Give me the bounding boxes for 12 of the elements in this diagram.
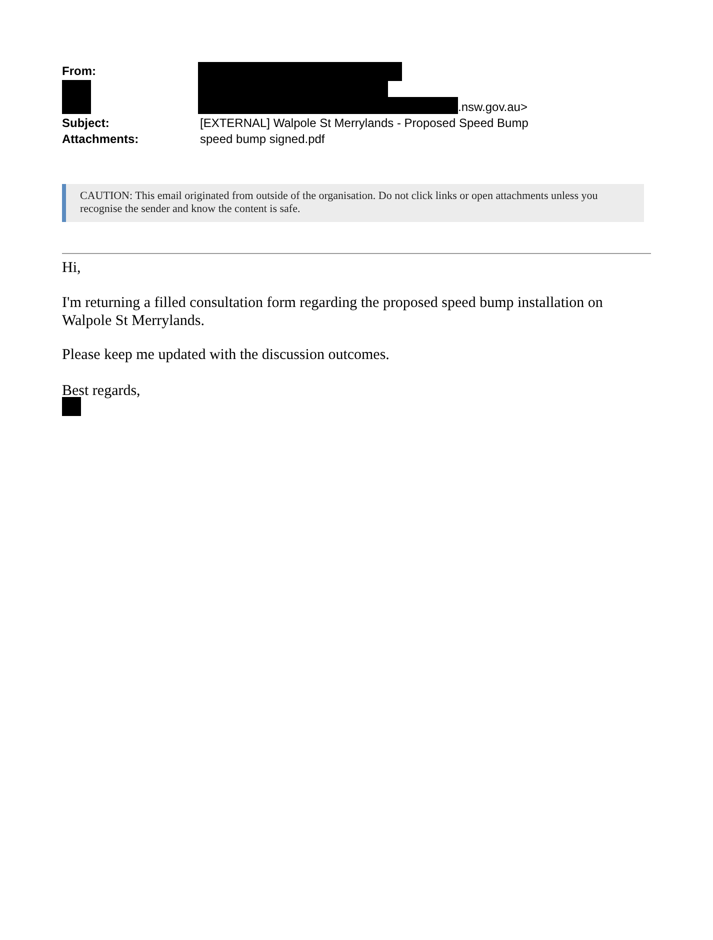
body-paragraph: I'm returning a filled consultation form regarding the proposed speed bump installation on Walpole St Merrylands. xyxy=(62,294,604,330)
greeting-text: Hi, xyxy=(62,259,82,277)
caution-text: CAUTION: This email originated from outside of the organisation. Do not click links or open attachments unless you recognise the sender and know the content is safe. xyxy=(80,190,599,216)
field-label: Subject: xyxy=(62,116,110,130)
subject-text: [EXTERNAL] Walpole St Merrylands - Proposed Speed Bump xyxy=(200,116,528,130)
body-paragraph: Please keep me updated with the discussion outcomes. xyxy=(62,346,390,364)
attachment-name: speed bump signed.pdf xyxy=(200,132,325,146)
caution-banner xyxy=(62,184,644,222)
field-label: Attachments: xyxy=(62,132,139,146)
email-address: .nsw.gov.au> xyxy=(458,100,528,114)
sign-off-text: Best regards, xyxy=(62,382,142,400)
field-label: From: xyxy=(62,64,96,78)
